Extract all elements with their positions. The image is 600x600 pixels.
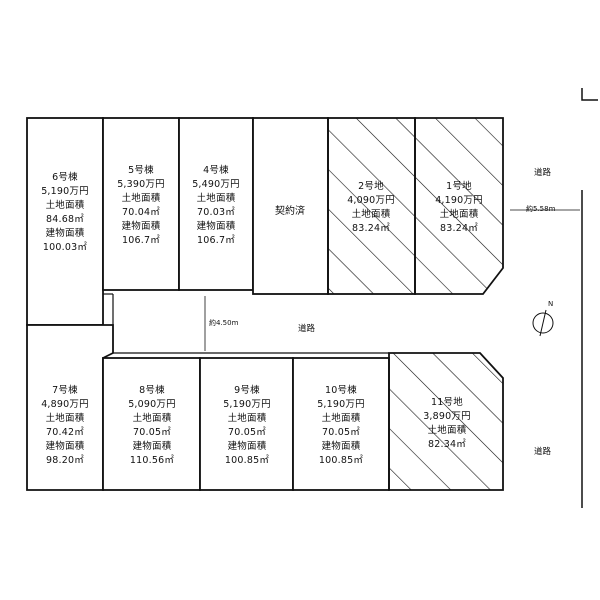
lot-11-info: 11号地 3,890万円 土地面積 82.34㎡	[402, 396, 492, 452]
lot-4	[178, 117, 254, 291]
lot-6-title: 6号棟	[52, 172, 78, 183]
lot-4-info: 4号棟 5,490万円 土地面積 70.03㎡ 建物面積 106.7㎡	[171, 164, 261, 248]
lot-8-price: 5,090万円	[128, 399, 176, 410]
lot-9	[199, 357, 294, 491]
lot-11-price: 3,890万円	[423, 411, 471, 422]
lot-11-land	[388, 352, 504, 491]
lot-6-land-area: 84.68㎡	[46, 214, 84, 225]
lot-9-title: 9号棟	[234, 385, 260, 396]
lot-10-building-label: 建物面積	[321, 441, 361, 452]
lot-8-building-label: 建物面積	[132, 441, 172, 452]
lot-10-price: 5,190万円	[317, 399, 365, 410]
lot-9-land-area: 70.05㎡	[228, 427, 266, 438]
lot-5-price: 5,390万円	[117, 179, 165, 190]
lot-7-info: 7号棟 4,890万円 土地面積 70.42㎡ 建物面積 98.20㎡	[20, 384, 110, 468]
lot-1-info: 1号地 4,190万円 土地面積 83.24㎡	[414, 180, 504, 236]
lot-1-land	[414, 117, 504, 295]
corner-mark	[581, 88, 598, 101]
lot-8-title: 8号棟	[139, 385, 165, 396]
lot-1-land-area: 83.24㎡	[440, 223, 478, 234]
lot-4-land-label: 土地面積	[196, 193, 236, 204]
east-road-width: 約5.58m	[526, 205, 556, 213]
lot-10	[292, 357, 390, 491]
lot-1-price: 4,190万円	[435, 195, 483, 206]
lot-4-title: 4号棟	[203, 165, 229, 176]
lot-2-price: 4,090万円	[347, 195, 395, 206]
north-arrow-icon	[532, 309, 554, 337]
lot-7-price: 4,890万円	[41, 399, 89, 410]
lot-9-building-area: 100.85㎡	[224, 455, 270, 466]
lot-2-info: 2号地 4,090万円 土地面積 83.24㎡	[326, 180, 416, 236]
lot-contracted-label: 契約済	[275, 206, 305, 217]
lot-8-info: 8号棟 5,090万円 土地面積 70.05㎡ 建物面積 110.56㎡	[107, 384, 197, 468]
lot-6-info: 6号棟 5,190万円 土地面積 84.68㎡ 建物面積 100.03㎡	[20, 171, 110, 255]
lot-9-building-label: 建物面積	[227, 441, 267, 452]
north-label: N	[548, 300, 554, 308]
lot-5-title: 5号棟	[128, 165, 154, 176]
lot-7-land-area: 70.42㎡	[46, 427, 84, 438]
lot-10-info: 10号棟 5,190万円 土地面積 70.05㎡ 建物面積 100.85㎡	[296, 384, 386, 468]
lot-5-info: 5号棟 5,390万円 土地面積 70.04㎡ 建物面積 106.7㎡	[96, 164, 186, 248]
lot-6-building-label: 建物面積	[45, 228, 85, 239]
lot-10-title: 10号棟	[325, 385, 357, 396]
internal-road-label: 道路	[298, 324, 316, 334]
lot-8	[102, 357, 201, 491]
lot-7-land-label: 土地面積	[45, 413, 85, 424]
lot-5-land-label: 土地面積	[121, 193, 161, 204]
lot-10-land-area: 70.05㎡	[322, 427, 360, 438]
lot-11-land-label: 土地面積	[427, 425, 467, 436]
lot-6-building-area: 100.03㎡	[42, 242, 88, 253]
lot-11-title: 11号地	[431, 397, 463, 408]
lot-8-land-area: 70.05㎡	[133, 427, 171, 438]
lot-5-building-label: 建物面積	[121, 221, 161, 232]
lot-1-title: 1号地	[446, 181, 472, 192]
lot-2-title: 2号地	[358, 181, 384, 192]
lot-8-building-area: 110.56㎡	[129, 455, 175, 466]
lot-4-price: 5,490万円	[192, 179, 240, 190]
lot-5	[102, 117, 180, 291]
lot-9-price: 5,190万円	[223, 399, 271, 410]
lot-8-land-label: 土地面積	[132, 413, 172, 424]
lot-10-building-area: 100.85㎡	[318, 455, 364, 466]
lot-7-building-label: 建物面積	[45, 441, 85, 452]
lot-2-land-area: 83.24㎡	[352, 223, 390, 234]
lot-7-building-area: 98.20㎡	[46, 455, 84, 466]
lot-4-building-label: 建物面積	[196, 221, 236, 232]
internal-road-width: 約4.50m	[209, 319, 239, 327]
lot-6-price: 5,190万円	[41, 186, 89, 197]
lot-10-land-label: 土地面積	[321, 413, 361, 424]
lot-4-building-area: 106.7㎡	[197, 235, 235, 246]
east-road-label-top: 道路	[534, 168, 552, 178]
lot-5-land-area: 70.04㎡	[122, 207, 160, 218]
east-road-label-bottom: 道路	[534, 447, 552, 457]
lot-1-land-label: 土地面積	[439, 209, 479, 220]
lot-7-title: 7号棟	[52, 385, 78, 396]
lot-9-land-label: 土地面積	[227, 413, 267, 424]
lot-6	[26, 117, 104, 326]
lot-contracted	[252, 117, 329, 295]
lot-4-land-area: 70.03㎡	[197, 207, 235, 218]
lot-11-land-area: 82.34㎡	[428, 439, 466, 450]
lot-5-building-area: 106.7㎡	[122, 235, 160, 246]
lot-2-land-label: 土地面積	[351, 209, 391, 220]
lot-9-info: 9号棟 5,190万円 土地面積 70.05㎡ 建物面積 100.85㎡	[202, 384, 292, 468]
lot-6-land-label: 土地面積	[45, 200, 85, 211]
